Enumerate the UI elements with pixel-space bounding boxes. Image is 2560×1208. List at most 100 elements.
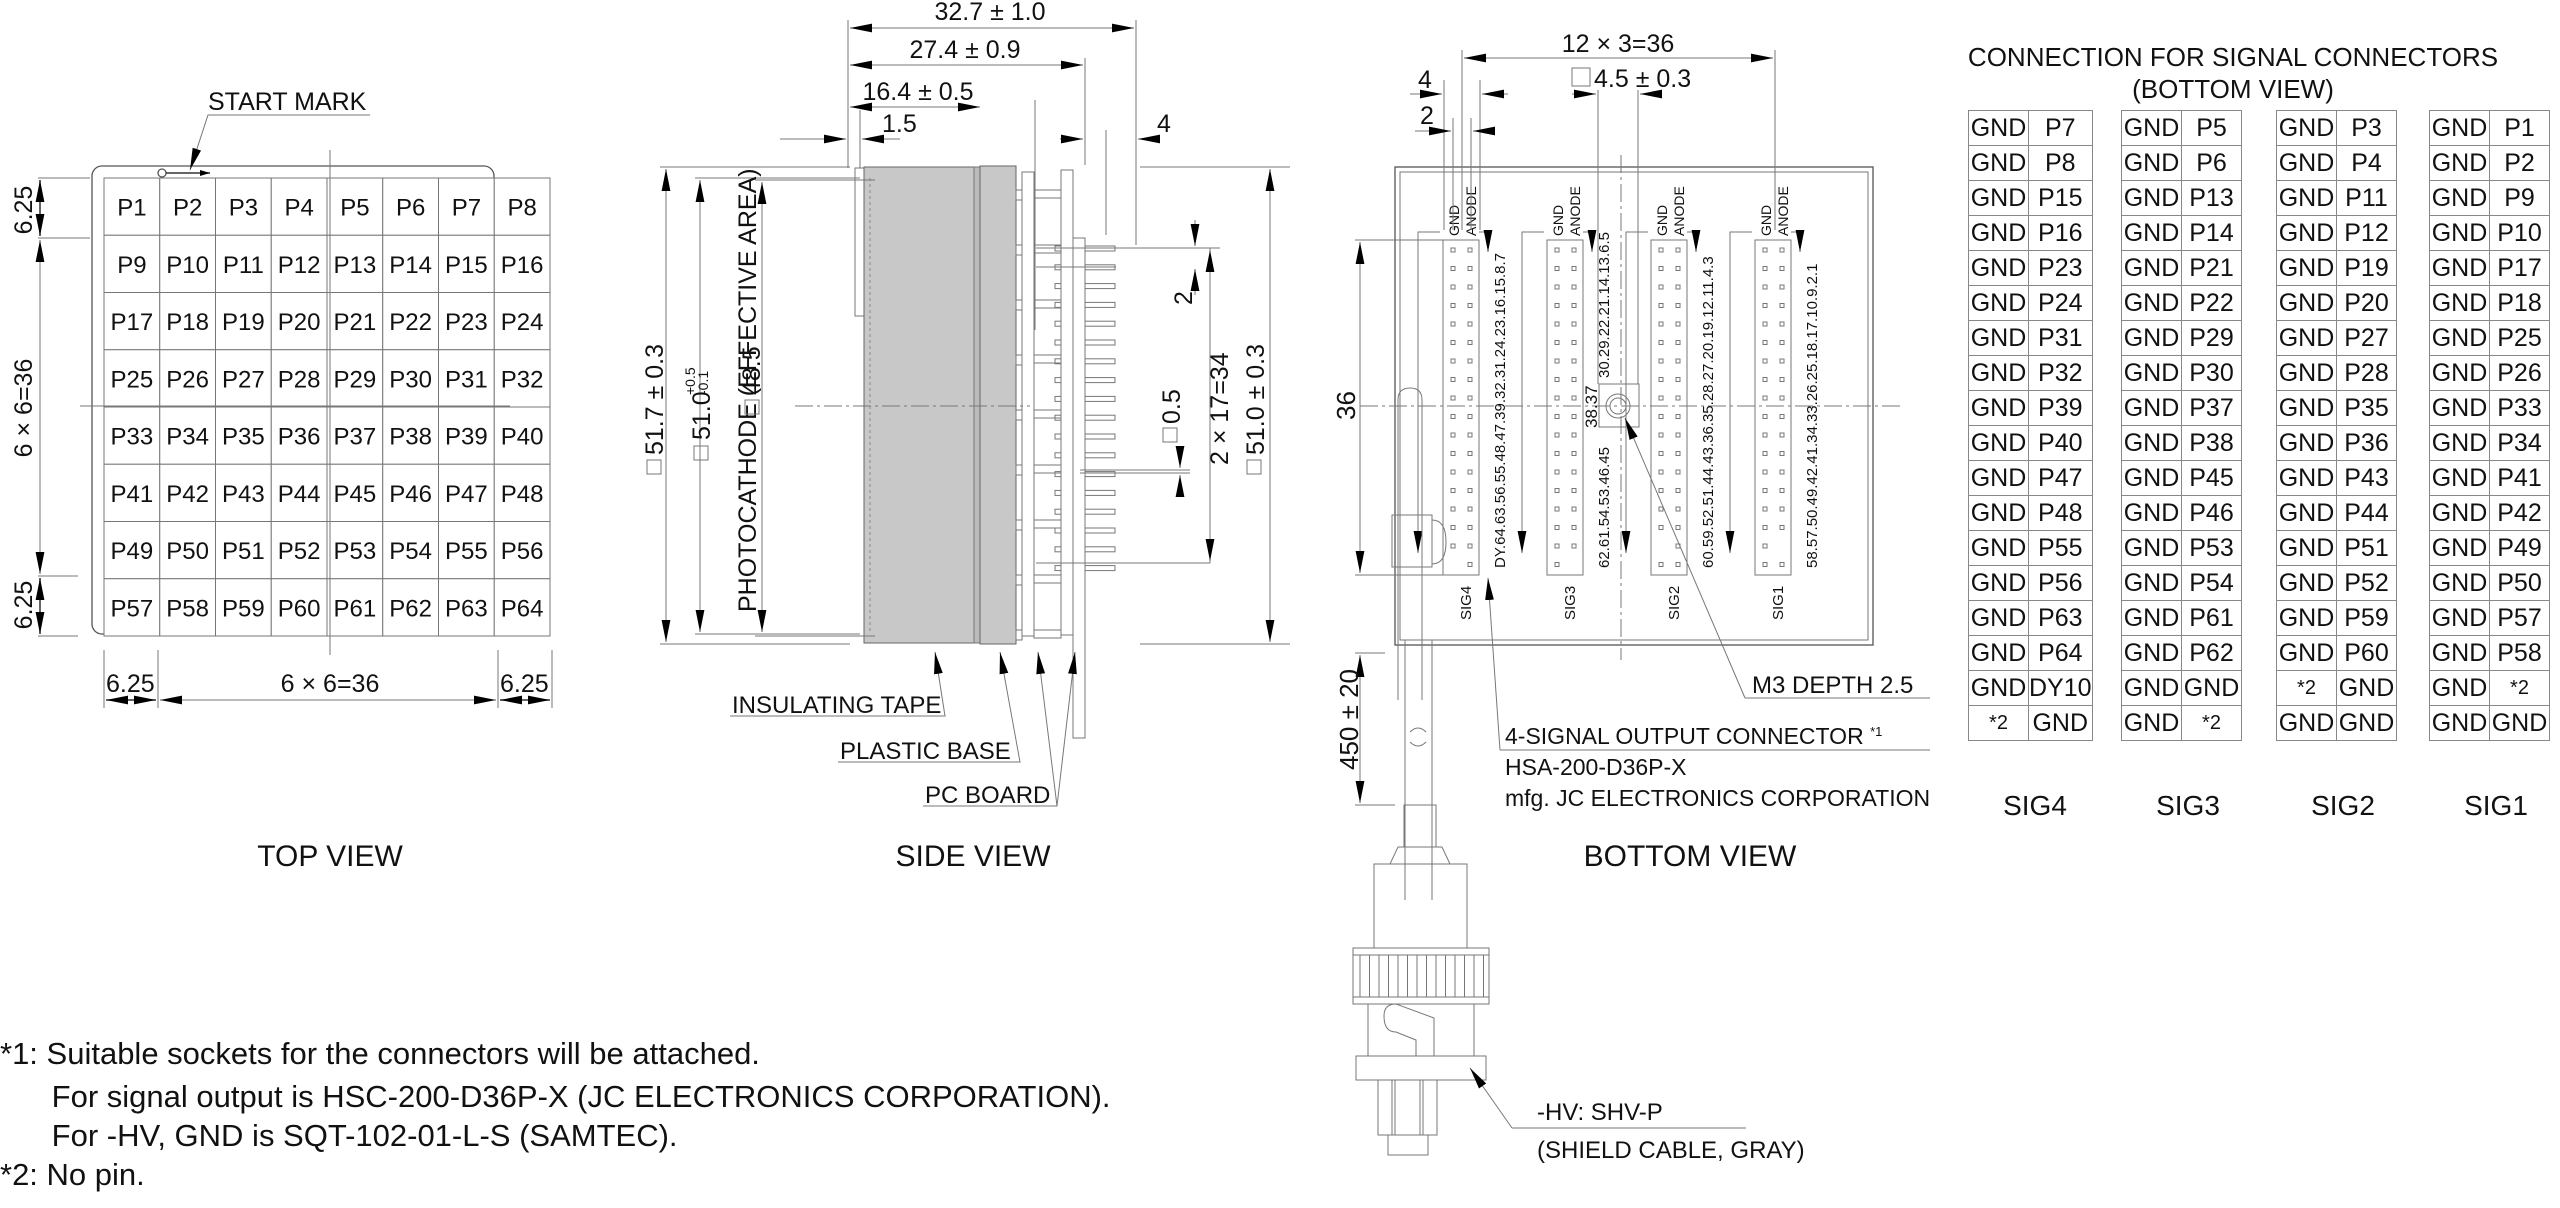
pixel-label: P31 <box>445 366 488 393</box>
pixel-cell <box>326 177 384 236</box>
pixel-cell <box>493 234 551 293</box>
table-cell: P14 <box>2181 215 2242 251</box>
table-cell: P55 <box>2028 530 2093 566</box>
start-mark-icon <box>157 168 167 178</box>
pixel-cell <box>382 521 439 580</box>
table-cell: GND <box>2121 355 2182 391</box>
pixel-label: P54 <box>389 538 432 565</box>
table-cell: GND <box>2121 460 2182 496</box>
dim-4: 4 <box>1418 66 1432 94</box>
dim-vertical-pitch: 6 × 6=36 <box>10 359 38 458</box>
label-hv-cable: (SHIELD CABLE, GRAY) <box>1537 1137 1805 1164</box>
table-cell: P36 <box>2336 425 2397 461</box>
start-mark-leader <box>189 114 370 171</box>
table-cell: GND <box>1968 600 2029 636</box>
table-cell: GND <box>2429 110 2490 146</box>
table-cell: P60 <box>2336 635 2397 671</box>
table-cell: P11 <box>2336 180 2397 216</box>
table-cell: GND <box>2276 565 2337 601</box>
table-cell: P47 <box>2028 460 2093 496</box>
pixel-label: P33 <box>111 424 154 451</box>
table-cell: P45 <box>2181 460 2242 496</box>
table-cell: P49 <box>2489 530 2550 566</box>
dim-connector-span: 12 × 3=36 <box>1562 30 1675 58</box>
connection-title-1: CONNECTION FOR SIGNAL CONNECTORS <box>1968 42 2498 72</box>
table-cell: GND <box>1968 635 2029 671</box>
table-cell: P35 <box>2336 390 2397 426</box>
table-cell: P7 <box>2028 110 2093 146</box>
pixel-label: P50 <box>166 538 209 565</box>
table-cell: P52 <box>2336 565 2397 601</box>
table-cell: GND <box>1968 320 2029 356</box>
table-cell: GND <box>2429 355 2490 391</box>
pixel-label: P52 <box>278 538 321 565</box>
side-view-title: SIDE VIEW <box>895 840 1051 873</box>
pixel-label: P6 <box>396 195 425 222</box>
label-hv: -HV: SHV-P <box>1537 1099 1663 1126</box>
plastic-base <box>979 165 1017 645</box>
table-cell: GND <box>2336 670 2397 706</box>
dim-horizontal-pitch: 6 × 6=36 <box>281 670 380 698</box>
connector-sig3 <box>1546 239 1584 576</box>
connector-name: SIG4 <box>1458 586 1475 620</box>
table-caption: SIG3 <box>2156 790 2220 821</box>
pixel-cell <box>215 406 272 465</box>
table-cell: P12 <box>2336 215 2397 251</box>
dim-boss: 4.5 ± 0.3 <box>1594 65 1691 93</box>
dim-tube-length: 16.4 ± 0.5 <box>862 78 973 106</box>
table-cell: P4 <box>2336 145 2397 181</box>
table-cell: P22 <box>2181 285 2242 321</box>
table-cell: GND <box>2121 600 2182 636</box>
table-cell: P58 <box>2489 635 2550 671</box>
table-cell: P29 <box>2181 320 2242 356</box>
table-cell: P6 <box>2181 145 2242 181</box>
shv-connector <box>1352 804 1490 1156</box>
pixel-label: P47 <box>445 481 488 508</box>
pin-sequence-top: 30.29.22.21.14.13.6.5 <box>1596 232 1613 378</box>
table-cell: GND <box>1968 495 2029 531</box>
pixel-label: P64 <box>501 595 544 622</box>
dim-bottom-margin: 6.25 <box>10 581 38 630</box>
side-view: 32.7 ± 1.0 27.4 ± 0.9 16.4 ± 0.5 1.5 4 5… <box>641 0 1290 873</box>
table-cell: GND <box>2121 110 2182 146</box>
table-cell: P51 <box>2336 530 2397 566</box>
table-cell: GND <box>2276 495 2337 531</box>
table-cell: GND <box>2276 320 2337 356</box>
connector-sig2 <box>1650 239 1688 576</box>
table-cell: GND <box>2429 635 2490 671</box>
pixel-cell <box>493 578 551 637</box>
anode-label: ANODE <box>1671 186 1687 236</box>
table-cell: P59 <box>2336 600 2397 636</box>
table-caption: SIG1 <box>2464 790 2528 821</box>
table-cell: P15 <box>2028 180 2093 216</box>
pixel-label: P18 <box>166 309 209 336</box>
table-cell: P42 <box>2489 495 2550 531</box>
pixel-label: P27 <box>222 366 265 393</box>
pixel-label: P26 <box>166 366 209 393</box>
table-cell: GND <box>2429 145 2490 181</box>
pixel-label: P15 <box>445 252 488 279</box>
dim-left-margin: 6.25 <box>106 670 155 698</box>
table-cell: P26 <box>2489 355 2550 391</box>
pixel-cell <box>103 463 161 522</box>
gnd-label: GND <box>1446 205 1462 236</box>
